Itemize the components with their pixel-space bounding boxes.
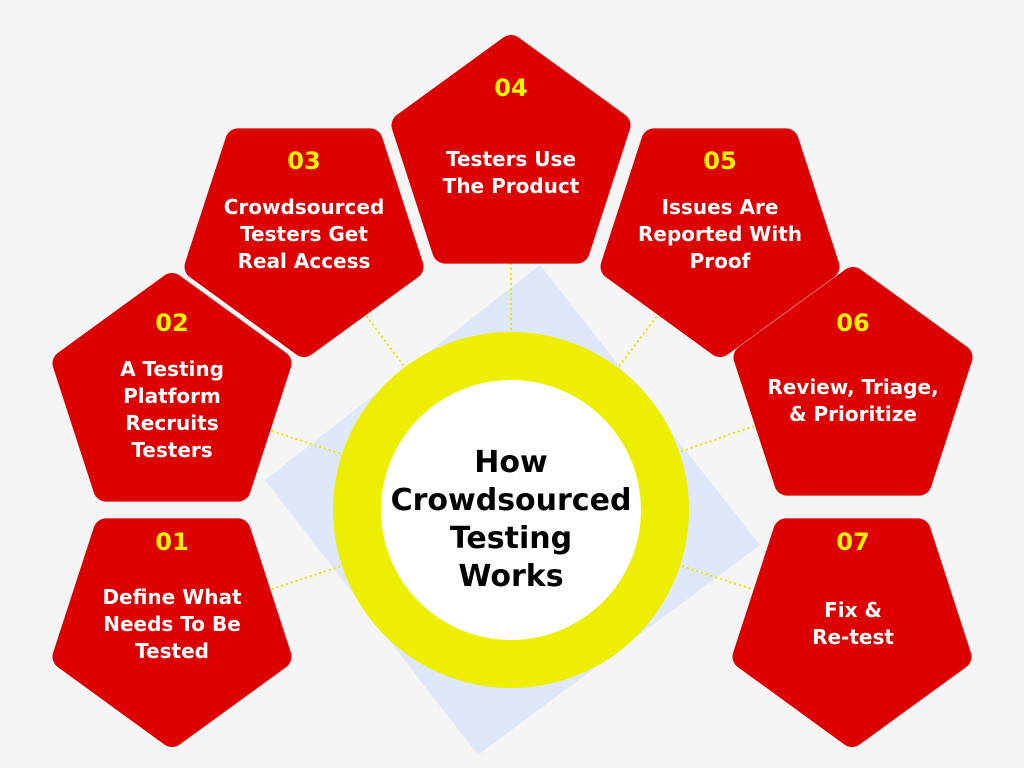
step-07-pentagon [732, 518, 972, 747]
step-02-number: 02 [155, 309, 189, 337]
step-03-label: Crowdsourced Testers Get Real Access [223, 195, 385, 273]
step-06-pentagon [733, 267, 973, 496]
step-05-label: Issues Are Reported With Proof [637, 195, 802, 273]
step-01-label: Define What Needs To Be Tested [102, 585, 242, 663]
center-ring [333, 332, 689, 688]
step-05-pentagon [600, 128, 840, 357]
step-01-number: 01 [155, 528, 189, 556]
center-title: How Crowdsourced Testing Works [390, 445, 632, 594]
step-07-label: Fix & Re-test [812, 598, 894, 649]
step-02-pentagon [52, 273, 292, 502]
step-01-pentagon [52, 518, 292, 747]
step-04-number: 04 [494, 74, 528, 102]
step-05-number: 05 [703, 147, 737, 175]
step-06-label: Review, Triage, & Prioritize [767, 375, 939, 426]
step-03-number: 03 [287, 147, 321, 175]
step-03-pentagon [184, 128, 424, 357]
step-02-label: A Testing Platform Recruits Testers [120, 357, 224, 462]
step-04-pentagon [391, 35, 631, 264]
step-06-number: 06 [836, 309, 870, 337]
step-07-number: 07 [836, 528, 870, 556]
step-04-label: Testers Use The Product [442, 147, 580, 198]
